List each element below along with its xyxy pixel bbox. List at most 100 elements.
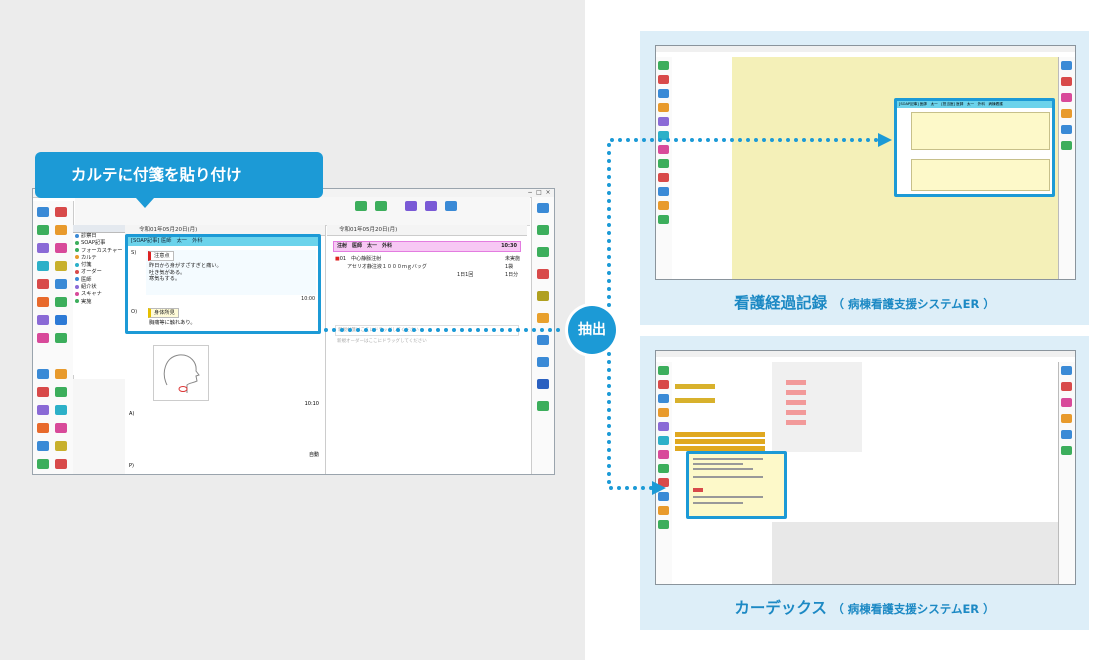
- tree-item[interactable]: SOAP記事: [73, 240, 125, 247]
- side-icon[interactable]: [1061, 125, 1072, 134]
- side-icon[interactable]: [658, 117, 669, 126]
- nav-icon-9[interactable]: [37, 279, 49, 289]
- nav-icon-21[interactable]: [37, 405, 49, 415]
- nav-icon-17[interactable]: [37, 369, 49, 379]
- side-icon[interactable]: [1061, 61, 1072, 70]
- maximize-icon[interactable]: □: [536, 189, 542, 196]
- side-icon[interactable]: [1061, 93, 1072, 102]
- tree-tabs[interactable]: [73, 225, 125, 233]
- nav-icon-5[interactable]: [37, 243, 49, 253]
- side-icon-2[interactable]: [537, 225, 549, 235]
- side-icon-3[interactable]: [537, 247, 549, 257]
- side-icon[interactable]: [1061, 77, 1072, 86]
- side-icon[interactable]: [658, 436, 669, 445]
- tree-item[interactable]: 実施: [73, 299, 125, 306]
- side-icon[interactable]: [658, 187, 669, 196]
- nursing-soap-card[interactable]: [SOAP記事] 医師 太一 [担当医] 医師 太一 外科 病棟看護: [894, 98, 1055, 197]
- nav-icon-22[interactable]: [55, 405, 67, 415]
- toolbar-icon-3[interactable]: [405, 201, 417, 211]
- side-icon-7[interactable]: [537, 335, 549, 345]
- nav-icon-26[interactable]: [55, 441, 67, 451]
- side-icon[interactable]: [1061, 141, 1072, 150]
- tree-item[interactable]: 診察日: [73, 233, 125, 240]
- nav-icon-12[interactable]: [55, 297, 67, 307]
- side-icon-10[interactable]: [537, 401, 549, 411]
- tree-item[interactable]: カルテ: [73, 255, 125, 262]
- side-icon[interactable]: [1061, 366, 1072, 375]
- nav-icon-2[interactable]: [55, 207, 67, 217]
- side-icon[interactable]: [658, 201, 669, 210]
- side-icon-9[interactable]: [537, 379, 549, 389]
- tree-item[interactable]: フォーカスチャー: [73, 248, 125, 255]
- nav-icon-25[interactable]: [37, 441, 49, 451]
- tree-item[interactable]: オーダー: [73, 269, 125, 276]
- side-icon[interactable]: [1061, 446, 1072, 455]
- soap-note-card[interactable]: [SOAP記事] 医師 太一 外科 S) 注意点 昨日から身がすざすぎと痛い。 …: [125, 234, 321, 334]
- side-icon[interactable]: [658, 366, 669, 375]
- nav-icon-6[interactable]: [55, 243, 67, 253]
- toolbar-icon-4[interactable]: [425, 201, 437, 211]
- side-icon[interactable]: [658, 520, 669, 529]
- side-icon[interactable]: [1061, 430, 1072, 439]
- side-icon[interactable]: [658, 408, 669, 417]
- side-icon[interactable]: [1061, 398, 1072, 407]
- nav-icon-8[interactable]: [55, 261, 67, 271]
- kardex-sticky-card[interactable]: [686, 451, 787, 519]
- nav-icon-20[interactable]: [55, 387, 67, 397]
- nav-icon-24[interactable]: [55, 423, 67, 433]
- side-icon-6[interactable]: [537, 313, 549, 323]
- side-icon-4[interactable]: [537, 269, 549, 279]
- side-icon[interactable]: [658, 492, 669, 501]
- side-icon[interactable]: [658, 173, 669, 182]
- side-icon[interactable]: [658, 145, 669, 154]
- side-icon[interactable]: [658, 464, 669, 473]
- side-icon-5[interactable]: [537, 291, 549, 301]
- side-icon[interactable]: [1061, 382, 1072, 391]
- sticky-tag-exam[interactable]: 身体所見: [148, 308, 179, 318]
- side-icon[interactable]: [658, 394, 669, 403]
- side-icon[interactable]: [658, 89, 669, 98]
- toolbar-icon-5[interactable]: [445, 201, 457, 211]
- side-icon[interactable]: [1061, 414, 1072, 423]
- nav-icon-4[interactable]: [55, 225, 67, 235]
- toolbar-icon-2[interactable]: [375, 201, 387, 211]
- side-icon[interactable]: [658, 75, 669, 84]
- sticky-tag-caution[interactable]: 注意点: [148, 251, 174, 261]
- side-icon[interactable]: [658, 215, 669, 224]
- nav-icon-28[interactable]: [55, 459, 67, 469]
- side-icon[interactable]: [658, 159, 669, 168]
- nav-icon-13[interactable]: [37, 315, 49, 325]
- nav-icon-11[interactable]: [37, 297, 49, 307]
- side-icon[interactable]: [658, 131, 669, 140]
- tree-item[interactable]: 付箋: [73, 262, 125, 269]
- tree-item[interactable]: 医師: [73, 277, 125, 284]
- order-drop-zone[interactable]: 新規オーダーはここにドラッグしてください: [337, 339, 427, 344]
- side-icon[interactable]: [658, 103, 669, 112]
- nav-icon-27[interactable]: [37, 459, 49, 469]
- nav-icon-1[interactable]: [37, 207, 49, 217]
- side-icon[interactable]: [1061, 109, 1072, 118]
- toolbar-icon-1[interactable]: [355, 201, 367, 211]
- nav-icon-19[interactable]: [37, 387, 49, 397]
- order-line[interactable]: ■01 中心静脈注射未実施: [335, 256, 521, 262]
- side-icon[interactable]: [658, 380, 669, 389]
- close-icon[interactable]: ×: [545, 189, 551, 196]
- nav-icon-7[interactable]: [37, 261, 49, 271]
- nav-icon-23[interactable]: [37, 423, 49, 433]
- nav-icon-15[interactable]: [37, 333, 49, 343]
- nav-icon-18[interactable]: [55, 369, 67, 379]
- side-icon[interactable]: [658, 422, 669, 431]
- tree-item[interactable]: スキャナ: [73, 291, 125, 298]
- side-icon[interactable]: [658, 478, 669, 487]
- side-icon-1[interactable]: [537, 203, 549, 213]
- side-icon[interactable]: [658, 506, 669, 515]
- nav-icon-14[interactable]: [55, 315, 67, 325]
- nav-icon-10[interactable]: [55, 279, 67, 289]
- side-icon[interactable]: [658, 61, 669, 70]
- nav-icon-3[interactable]: [37, 225, 49, 235]
- side-icon[interactable]: [658, 450, 669, 459]
- nav-icon-16[interactable]: [55, 333, 67, 343]
- side-icon-8[interactable]: [537, 357, 549, 367]
